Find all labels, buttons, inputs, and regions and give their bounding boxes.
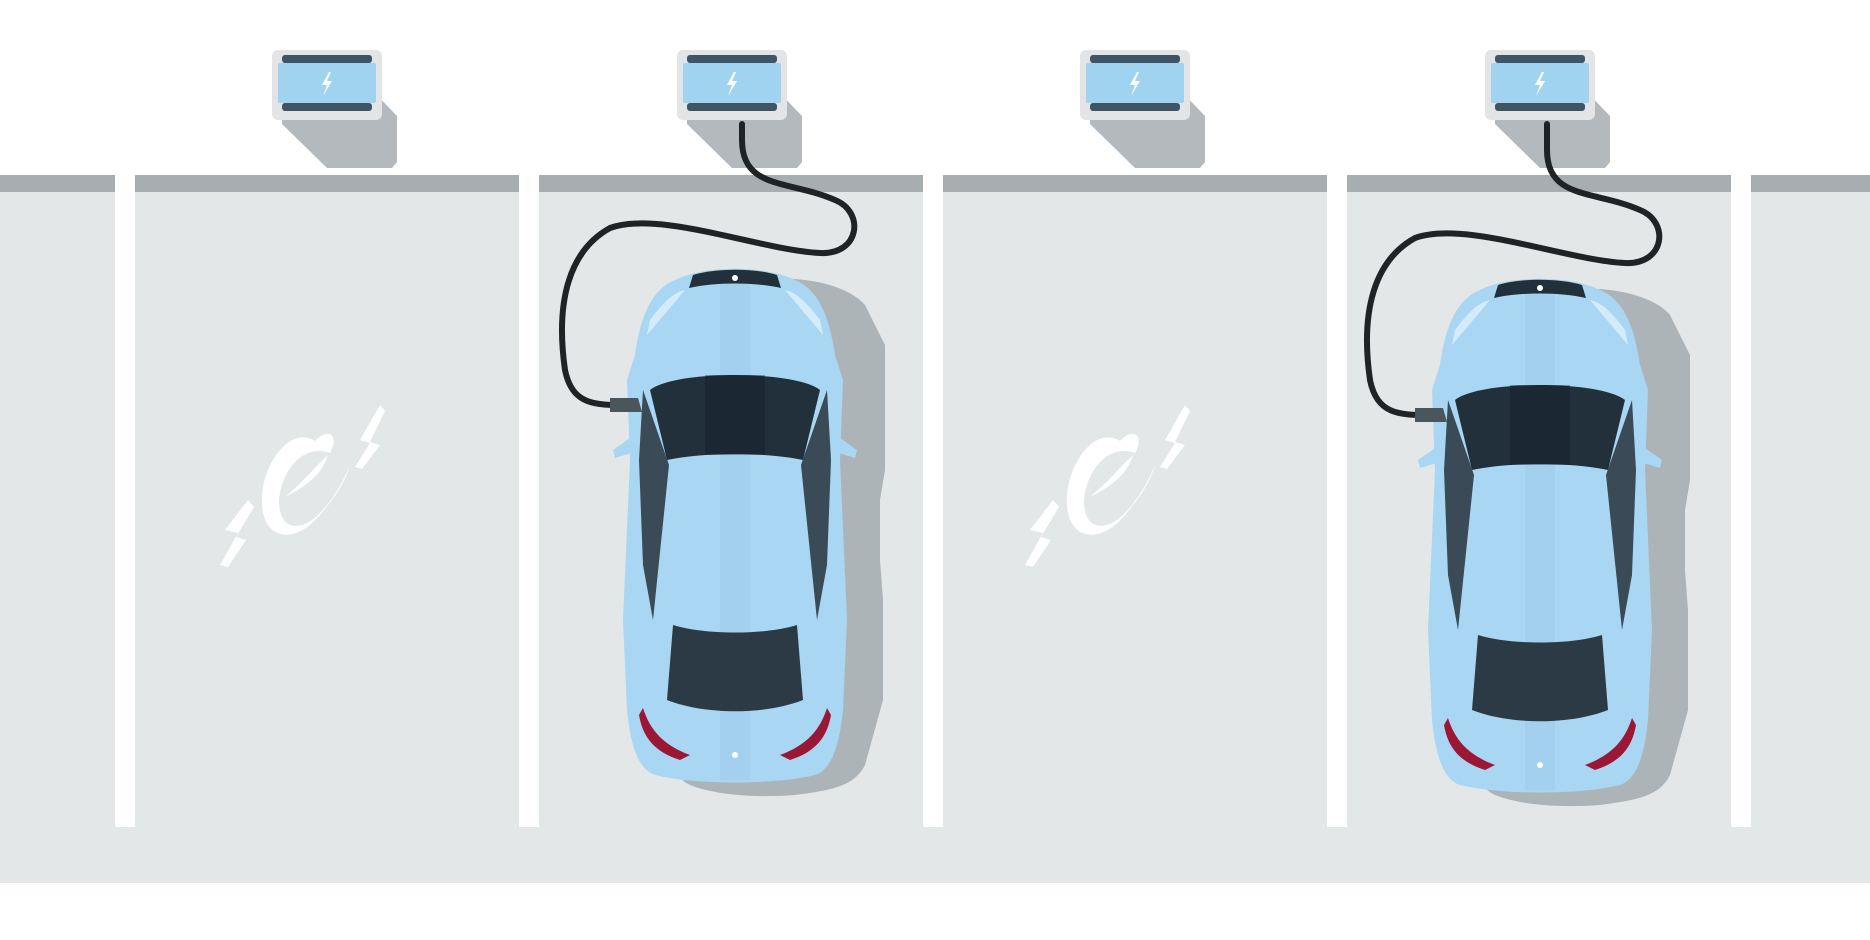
electric-car xyxy=(1418,279,1690,806)
bay-line xyxy=(1731,175,1751,827)
bay-line xyxy=(115,175,135,827)
charge-connector xyxy=(610,398,642,412)
charging-cable xyxy=(559,121,858,408)
charging-cable xyxy=(1364,121,1663,418)
bay-line xyxy=(923,175,943,827)
bay-line xyxy=(1327,175,1347,827)
charge-connector xyxy=(1415,408,1447,422)
bay-line xyxy=(519,175,539,827)
electric-car xyxy=(613,269,885,796)
